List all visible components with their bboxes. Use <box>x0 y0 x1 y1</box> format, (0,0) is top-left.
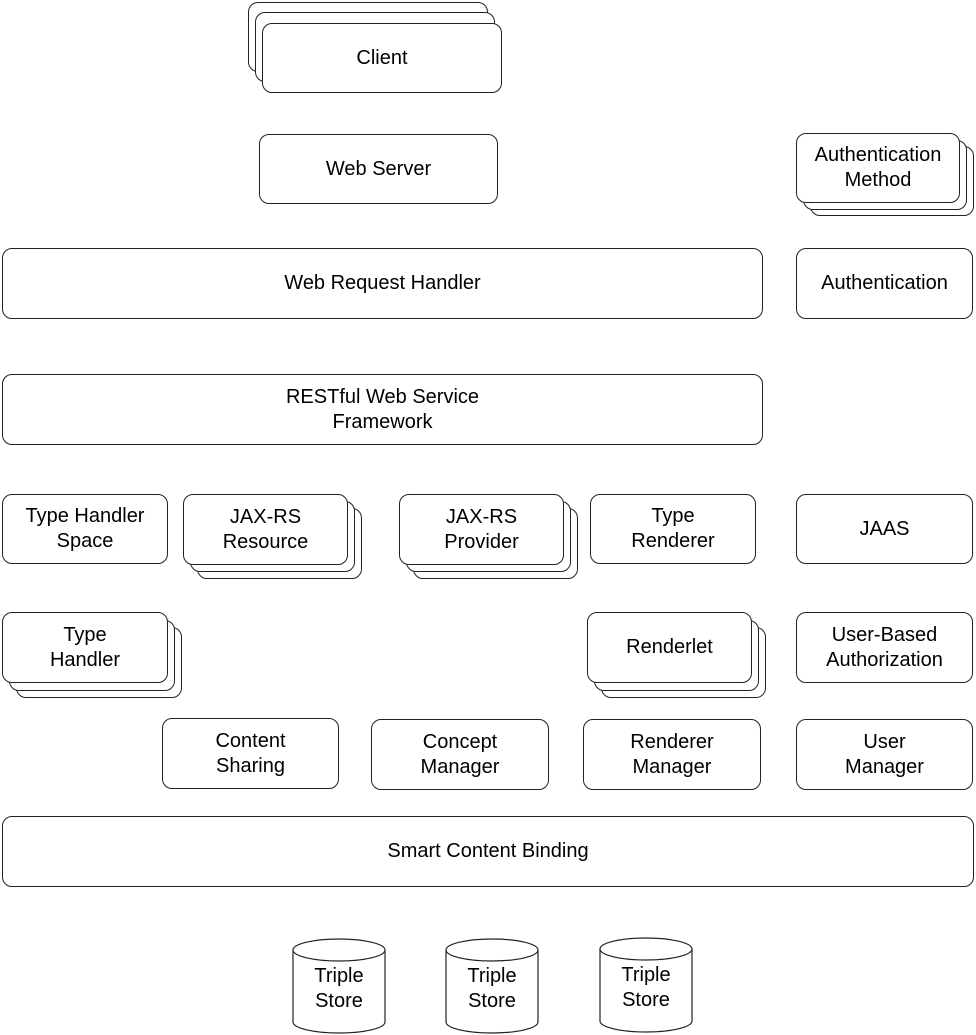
user-manager-box: User Manager <box>796 719 973 790</box>
renderer-manager-box: Renderer Manager <box>583 719 761 790</box>
client-box: Client <box>262 23 502 93</box>
triple-store-cylinder: Triple Store <box>599 937 693 1033</box>
database-icon <box>445 938 539 1034</box>
triple-store-cylinder: Triple Store <box>445 938 539 1034</box>
jaxrs-resource-box: JAX-RS Resource <box>183 494 348 565</box>
triple-store-label: Triple Store <box>467 965 517 1012</box>
type-handler-box: Type Handler <box>2 612 168 683</box>
jaxrs-provider-box: JAX-RS Provider <box>399 494 564 565</box>
triple-store-cylinder: Triple Store <box>292 938 386 1034</box>
type-handler-space-box: Type Handler Space <box>2 494 168 564</box>
renderlet-box: Renderlet <box>587 612 752 683</box>
user-based-authorization-box: User-Based Authorization <box>796 612 973 683</box>
database-icon <box>599 937 693 1033</box>
triple-store-label: Triple Store <box>314 965 364 1012</box>
authentication-method-box: Authentication Method <box>796 133 960 203</box>
restful-framework-box: RESTful Web Service Framework <box>2 374 763 445</box>
jaas-box: JAAS <box>796 494 973 564</box>
smart-content-binding-box: Smart Content Binding <box>2 816 974 887</box>
web-server-box: Web Server <box>259 134 498 204</box>
web-request-handler-box: Web Request Handler <box>2 248 763 319</box>
authentication-box: Authentication <box>796 248 973 319</box>
content-sharing-box: Content Sharing <box>162 718 339 789</box>
type-renderer-box: Type Renderer <box>590 494 756 564</box>
triple-store-label: Triple Store <box>621 964 671 1011</box>
concept-manager-box: Concept Manager <box>371 719 549 790</box>
database-icon <box>292 938 386 1034</box>
